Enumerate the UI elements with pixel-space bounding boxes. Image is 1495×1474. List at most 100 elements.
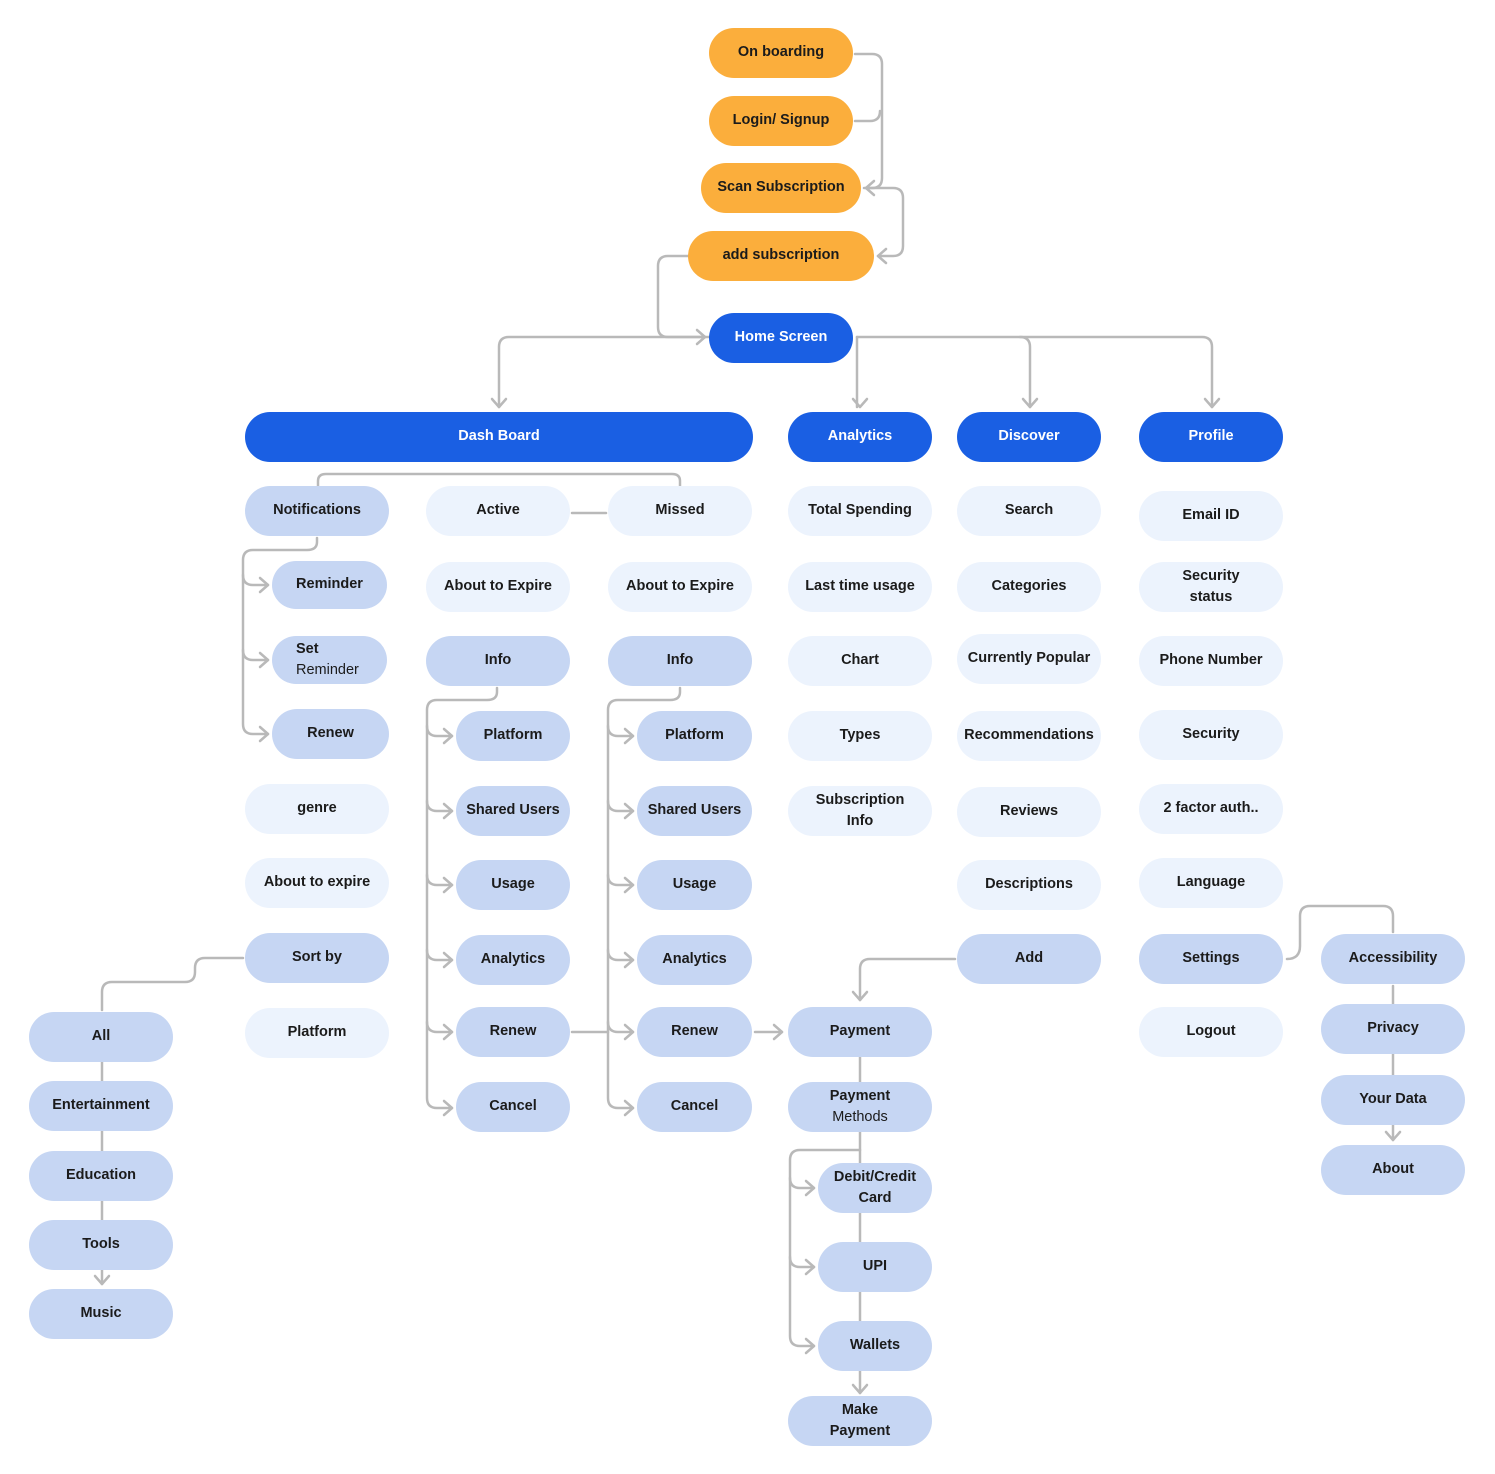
arrow-discover — [1021, 397, 1039, 409]
connector-7 — [1018, 335, 1214, 409]
accessibility-node[interactable]: Accessibility — [1321, 934, 1465, 984]
upi-node[interactable]: UPI — [818, 1242, 932, 1292]
wallets-node[interactable]: Wallets — [818, 1321, 932, 1371]
security-status-node[interactable]: Security status — [1139, 562, 1283, 612]
set-reminder-node[interactable]: Set Reminder — [272, 636, 387, 684]
payment-node[interactable]: Payment — [788, 1007, 932, 1057]
connector-33 — [606, 1020, 635, 1034]
missed-shared-users-node[interactable]: Shared Users — [637, 786, 752, 836]
platform-filter-node[interactable]: Platform — [245, 1008, 389, 1058]
active-renew-node[interactable]: Renew — [456, 1007, 570, 1057]
currently-popular-node[interactable]: Currently Popular — [957, 634, 1101, 684]
connector-32 — [606, 948, 635, 962]
active-analytics-node[interactable]: Analytics — [456, 935, 570, 985]
arrow-home — [695, 328, 707, 346]
connector-35 — [623, 802, 635, 820]
profile-header[interactable]: Profile — [1139, 412, 1283, 462]
add-subscription-node[interactable]: add subscription — [688, 231, 874, 281]
active-shared-users-node[interactable]: Shared Users — [456, 786, 570, 836]
missed-node[interactable]: Missed — [608, 486, 752, 536]
connector-23 — [442, 802, 454, 820]
dashboard-header[interactable]: Dash Board — [245, 412, 753, 462]
connector-13 — [258, 576, 270, 594]
connector-24 — [442, 876, 454, 894]
missed-platform-node[interactable]: Platform — [637, 711, 752, 761]
connector-46 — [788, 1176, 816, 1190]
category-tools-node[interactable]: Tools — [29, 1220, 173, 1270]
category-entertainment-node[interactable]: Entertainment — [29, 1081, 173, 1131]
recommendations-node[interactable]: Recommendations — [957, 711, 1101, 761]
active-info-node[interactable]: Info — [426, 636, 570, 686]
connector-20 — [425, 948, 454, 962]
settings-node[interactable]: Settings — [1139, 934, 1283, 984]
types-node[interactable]: Types — [788, 711, 932, 761]
missed-analytics-node[interactable]: Analytics — [637, 935, 752, 985]
about-node[interactable]: About — [1321, 1145, 1465, 1195]
active-usage-node[interactable]: Usage — [456, 860, 570, 910]
phone-number-node[interactable]: Phone Number — [1139, 636, 1283, 686]
active-platform-node[interactable]: Platform — [456, 711, 570, 761]
discover-header[interactable]: Discover — [957, 412, 1101, 462]
connector-22 — [442, 727, 454, 745]
descriptions-node[interactable]: Descriptions — [957, 860, 1101, 910]
missed-usage-node[interactable]: Usage — [637, 860, 752, 910]
logout-node[interactable]: Logout — [1139, 1007, 1283, 1057]
genre-node[interactable]: genre — [245, 784, 389, 834]
arrow-profile — [1203, 397, 1221, 409]
sort-by-node[interactable]: Sort by — [245, 933, 389, 983]
language-node[interactable]: Language — [1139, 858, 1283, 908]
debit-credit-card-node[interactable]: Debit/Credit Card — [818, 1163, 932, 1213]
connector-42 — [858, 957, 957, 1002]
reviews-node[interactable]: Reviews — [957, 787, 1101, 837]
about-to-expire-node[interactable]: About to expire — [245, 858, 389, 908]
last-time-usage-node[interactable]: Last time usage — [788, 562, 932, 612]
scan-subscription-node[interactable]: Scan Subscription — [701, 163, 861, 213]
missed-renew-node[interactable]: Renew — [637, 1007, 752, 1057]
connector-51 — [100, 956, 245, 1012]
category-music-node[interactable]: Music — [29, 1289, 173, 1339]
total-spending-node[interactable]: Total Spending — [788, 486, 932, 536]
arrow-about — [1384, 1130, 1402, 1142]
connector-4 — [497, 335, 711, 409]
make-payment-node[interactable]: Make Payment — [788, 1396, 932, 1446]
missed-info-node[interactable]: Info — [608, 636, 752, 686]
active-cancel-node[interactable]: Cancel — [456, 1082, 570, 1132]
category-education-node[interactable]: Education — [29, 1151, 173, 1201]
connector-34 — [623, 727, 635, 745]
connector-38 — [623, 1023, 635, 1041]
analytics-header[interactable]: Analytics — [788, 412, 932, 462]
connector-25 — [442, 951, 454, 969]
connector-50 — [804, 1337, 816, 1355]
active-node[interactable]: Active — [426, 486, 570, 536]
privacy-node[interactable]: Privacy — [1321, 1004, 1465, 1054]
notifications-node[interactable]: Notifications — [245, 486, 389, 536]
categories-node[interactable]: Categories — [957, 562, 1101, 612]
reminder-node[interactable]: Reminder — [272, 561, 387, 609]
connector-1 — [853, 109, 882, 123]
category-all-node[interactable]: All — [29, 1012, 173, 1062]
email-id-node[interactable]: Email ID — [1139, 491, 1283, 541]
login-signup-node[interactable]: Login/ Signup — [709, 96, 853, 146]
missed-cancel-node[interactable]: Cancel — [637, 1082, 752, 1132]
search-node[interactable]: Search — [957, 486, 1101, 536]
connector-49 — [804, 1258, 816, 1276]
chart-node[interactable]: Chart — [788, 636, 932, 686]
set-reminder-line1: Set — [296, 640, 319, 657]
home-screen-node[interactable]: Home Screen — [709, 313, 853, 363]
active-about-to-expire-node[interactable]: About to Expire — [426, 562, 570, 612]
missed-about-to-expire-node[interactable]: About to Expire — [608, 562, 752, 612]
arrow-analytics — [851, 397, 869, 409]
two-factor-auth-node[interactable]: 2 factor auth.. — [1139, 784, 1283, 834]
set-reminder-line2: Reminder — [296, 662, 359, 678]
payment-methods-node[interactable]: Payment Methods — [788, 1082, 932, 1132]
dashboard-renew-node[interactable]: Renew — [272, 709, 389, 759]
arrow-add-sub — [876, 247, 888, 265]
security-node[interactable]: Security — [1139, 710, 1283, 760]
subscription-info-node[interactable]: Subscription Info — [788, 786, 932, 836]
connector-37 — [623, 951, 635, 969]
discover-add-node[interactable]: Add — [957, 934, 1101, 984]
onboarding-node[interactable]: On boarding — [709, 28, 853, 78]
connector-30 — [606, 799, 635, 813]
your-data-node[interactable]: Your Data — [1321, 1075, 1465, 1125]
